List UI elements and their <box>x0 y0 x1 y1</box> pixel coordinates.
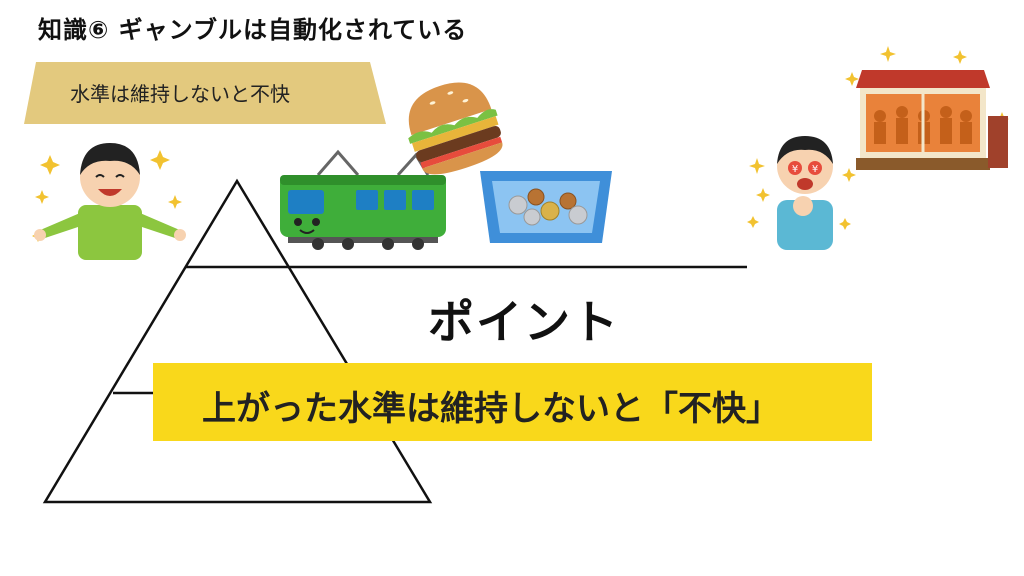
yen-eyes-man-icon: ¥ ¥ <box>747 136 856 250</box>
point-highlight-box <box>153 363 872 441</box>
happy-boy-icon <box>32 143 186 260</box>
svg-text:¥: ¥ <box>792 164 798 175</box>
point-text: 上がった水準は維持しないと「不快」 <box>202 389 780 429</box>
crowded-shop-icon <box>845 46 1009 170</box>
subtitle-banner <box>24 62 386 124</box>
svg-text:¥: ¥ <box>812 164 818 175</box>
coin-tray-icon <box>480 171 612 243</box>
point-heading: ポイント <box>428 295 620 349</box>
hamburger-icon <box>408 82 503 175</box>
page-title: 知識⑥ ギャンブルは自動化されている <box>38 16 468 44</box>
train-icon <box>280 149 446 250</box>
pyramid-outline <box>42 178 433 504</box>
subtitle-text: 水準は維持しないと不快 <box>70 82 290 106</box>
